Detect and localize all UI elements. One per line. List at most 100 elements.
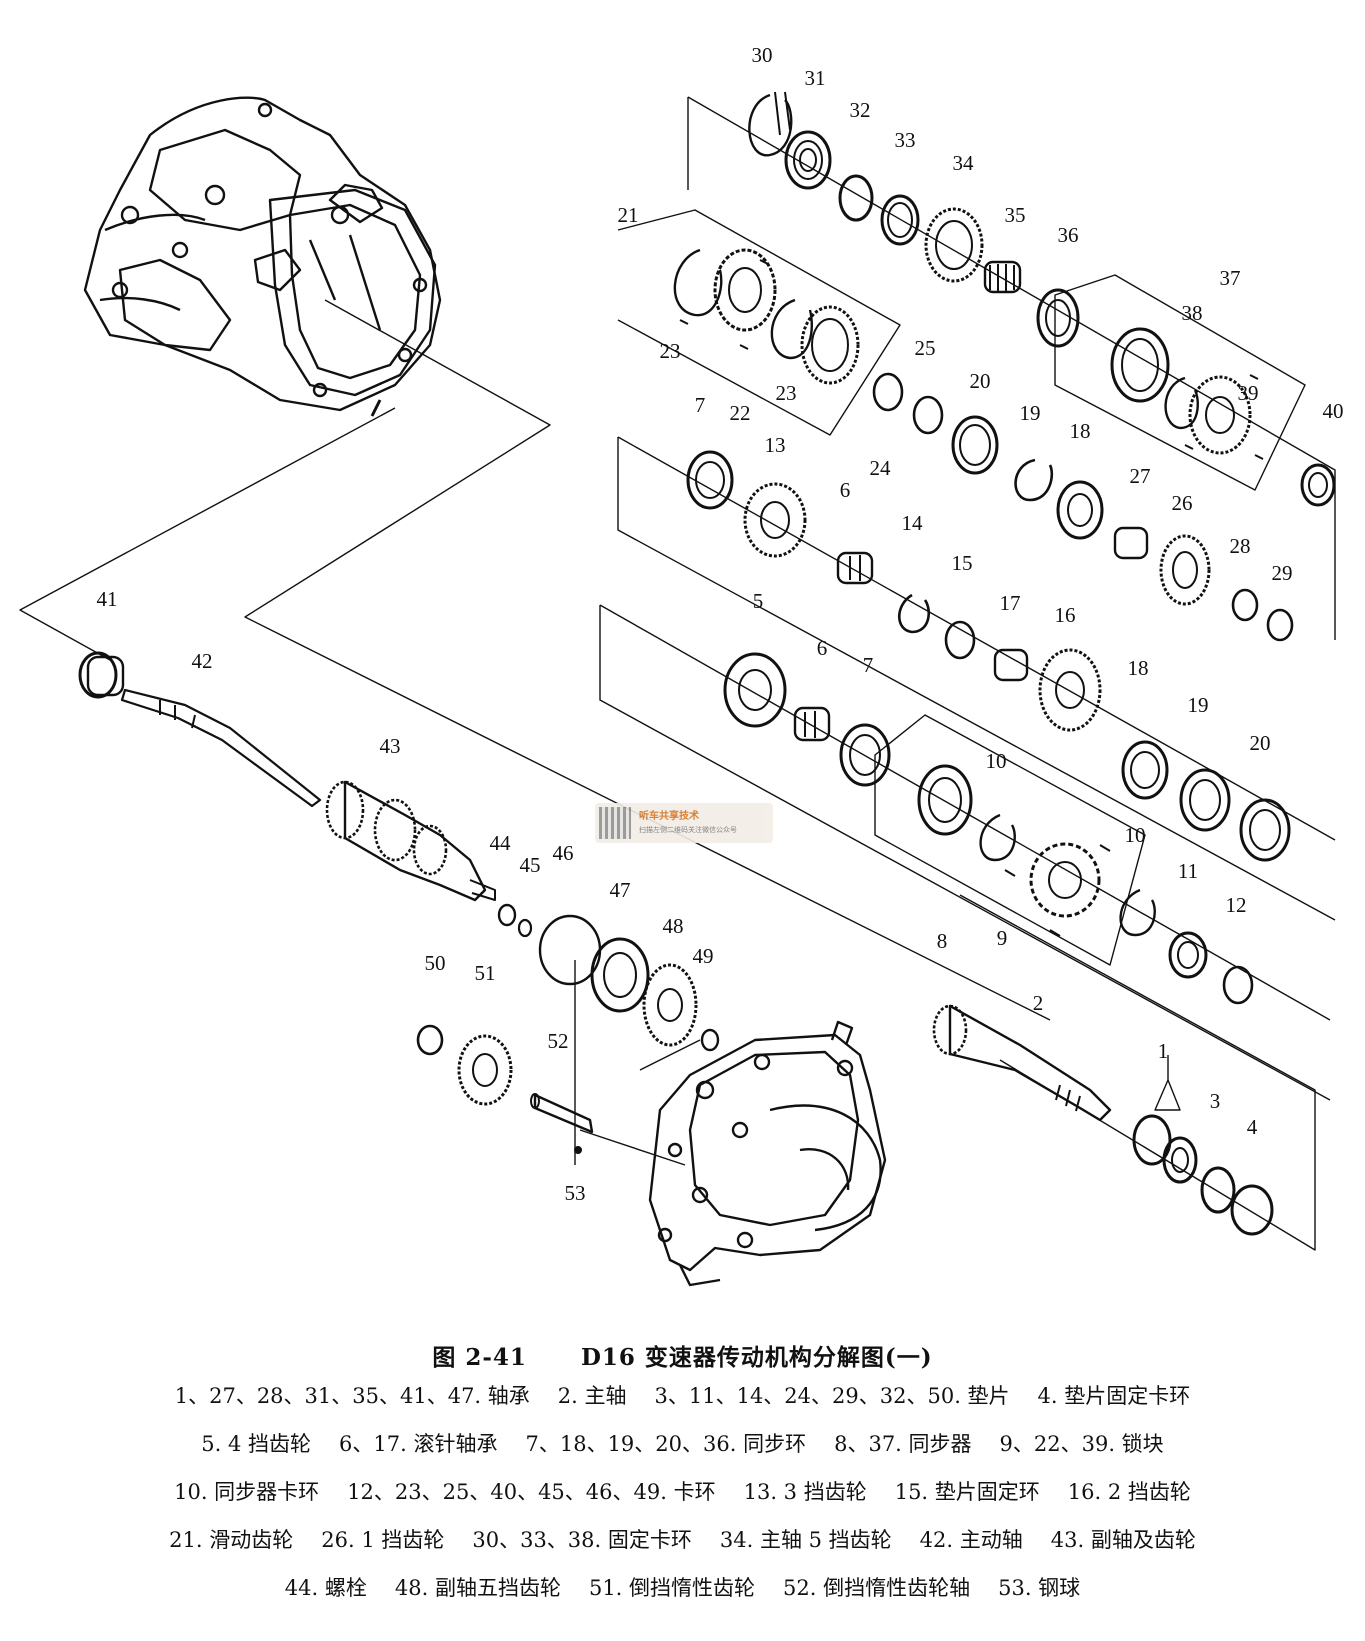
- reverse-idler-parts: [416, 1024, 594, 1154]
- part-label-38: 38: [1182, 301, 1203, 325]
- legend-item: 10. 同步器卡环: [174, 1480, 320, 1504]
- part-label-6: 6: [840, 478, 851, 502]
- part-label-51: 51: [475, 961, 496, 985]
- legend-item: 2. 主轴: [557, 1384, 627, 1408]
- legend-item: 8、37. 同步器: [834, 1432, 972, 1456]
- part-label-21: 21: [618, 203, 639, 227]
- part-label-24: 24: [870, 456, 892, 480]
- part-label-28: 28: [1230, 534, 1251, 558]
- legend-item: 51. 倒挡惰性齿轮: [588, 1576, 756, 1600]
- part-label-23: 23: [660, 339, 681, 363]
- part-label-5: 5: [753, 589, 764, 613]
- figure-number: 图 2-41: [432, 1344, 527, 1371]
- legend-item: 52. 倒挡惰性齿轮轴: [783, 1576, 971, 1600]
- legend-item: 9、22、39. 锁块: [999, 1432, 1164, 1456]
- clutch-housing: [83, 96, 442, 417]
- legend-item: 5. 4 挡齿轮: [201, 1432, 312, 1456]
- part-label-33: 33: [895, 128, 916, 152]
- part-label-30: 30: [752, 43, 773, 67]
- part-label-39: 39: [1238, 381, 1259, 405]
- input-shaft-parts: [78, 651, 322, 808]
- legend-item: 13. 3 挡齿轮: [743, 1480, 867, 1504]
- middle-row-parts: [686, 372, 1294, 732]
- part-label-42: 42: [192, 649, 213, 673]
- part-label-53: 53: [565, 1181, 586, 1205]
- figure-caption: 图 2-41 D16 变速器传动机构分解图(一): [0, 1338, 1365, 1372]
- legend-line: 10. 同步器卡环 12、23、25、40、45、46、49. 卡环 13. 3 挡…: [0, 1476, 1365, 1506]
- legend-item: 30、33、38. 固定卡环: [472, 1528, 692, 1552]
- part-label-49: 49: [693, 944, 714, 968]
- part-label-25: 25: [915, 336, 936, 360]
- legend-item: 4. 垫片固定卡环: [1037, 1384, 1191, 1408]
- part-label-27: 27: [1130, 464, 1151, 488]
- legend-item: 12、23、25、40、45、46、49. 卡环: [347, 1480, 716, 1504]
- part-label-11: 11: [1178, 859, 1198, 883]
- part-label-1: 1: [1158, 1039, 1169, 1063]
- part-label-31: 31: [805, 66, 826, 90]
- exploded-diagram: 3031323334353637383940212322232524201918…: [19, 43, 1344, 1287]
- part-label-3: 3: [1210, 1089, 1221, 1113]
- legend-item: 6、17. 滚针轴承: [339, 1432, 498, 1456]
- group-21-parts: [673, 248, 860, 385]
- legend-item: 26. 1 挡齿轮: [321, 1528, 445, 1552]
- legend-item: 42. 主动轴: [919, 1528, 1023, 1552]
- watermark-title: 听车共享技术: [639, 811, 699, 822]
- part-label-45: 45: [520, 853, 541, 877]
- part-label-23: 23: [776, 381, 797, 405]
- legend-line: 1、27、28、31、35、41、47. 轴承 2. 主轴 3、11、14、24、2…: [0, 1380, 1365, 1410]
- part-label-10: 10: [1125, 823, 1146, 847]
- part-label-43: 43: [380, 734, 401, 758]
- upper-row-parts: [748, 91, 1080, 348]
- part-label-14: 14: [902, 511, 924, 535]
- part-label-8: 8: [937, 929, 948, 953]
- part-label-19: 19: [1020, 401, 1041, 425]
- part-label-40: 40: [1323, 399, 1344, 423]
- part-label-16: 16: [1055, 603, 1076, 627]
- legend-line: 44. 螺栓 48. 副轴五挡齿轮 51. 倒挡惰性齿轮 52. 倒挡惰性齿轮轴 53.…: [0, 1572, 1365, 1602]
- legend-line: 5. 4 挡齿轮 6、17. 滚针轴承 7、18、19、20、36. 同步环 8、37…: [0, 1428, 1365, 1458]
- legend-item: 43. 副轴及齿轮: [1050, 1528, 1196, 1552]
- part-label-20: 20: [1250, 731, 1271, 755]
- part-label-32: 32: [850, 98, 871, 122]
- part-labels: 3031323334353637383940212322232524201918…: [97, 43, 1344, 1205]
- lower-row-parts: [723, 652, 1291, 1005]
- part-label-48: 48: [663, 914, 684, 938]
- figure-title: D16 变速器传动机构分解图(一): [580, 1344, 933, 1371]
- part-label-2: 2: [1033, 991, 1044, 1015]
- part-label-29: 29: [1272, 561, 1293, 585]
- part-label-6: 6: [817, 636, 828, 660]
- main-shaft-parts: [932, 1004, 1274, 1236]
- legend-item: 48. 副轴五挡齿轮: [394, 1576, 561, 1600]
- part-label-37: 37: [1220, 266, 1241, 290]
- part-label-22: 22: [730, 401, 751, 425]
- part-label-9: 9: [997, 926, 1008, 950]
- part-label-44: 44: [490, 831, 512, 855]
- legend-item: 53. 钢球: [998, 1576, 1081, 1600]
- legend-item: 44. 螺栓: [284, 1576, 367, 1600]
- part-label-46: 46: [553, 841, 574, 865]
- part-label-52: 52: [548, 1029, 569, 1053]
- part-label-36: 36: [1058, 223, 1079, 247]
- part-label-41: 41: [97, 587, 118, 611]
- transmission-case: [648, 1020, 887, 1287]
- legend-item: 34. 主轴 5 挡齿轮: [719, 1528, 892, 1552]
- legend-item: 7、18、19、20、36. 同步环: [525, 1432, 807, 1456]
- legend-item: 15. 垫片固定环: [894, 1480, 1040, 1504]
- part-label-35: 35: [1005, 203, 1026, 227]
- part-label-10: 10: [986, 749, 1007, 773]
- part-label-34: 34: [953, 151, 975, 175]
- part-label-18: 18: [1128, 656, 1149, 680]
- part-label-20: 20: [970, 369, 991, 393]
- legend-item: 1、27、28、31、35、41、47. 轴承: [174, 1384, 530, 1408]
- group-37-parts: [1110, 327, 1336, 507]
- qr-code-icon: [599, 807, 631, 839]
- part-label-7: 7: [863, 653, 874, 677]
- part-label-47: 47: [610, 878, 631, 902]
- part-label-17: 17: [1000, 591, 1021, 615]
- part-label-4: 4: [1247, 1115, 1258, 1139]
- watermark: 听车共享技术 扫描左侧二维码关注微信公众号: [595, 803, 773, 843]
- legend-item: 3、11、14、24、29、32、50. 垫片: [654, 1384, 1010, 1408]
- watermark-subtitle: 扫描左侧二维码关注微信公众号: [639, 826, 737, 834]
- part-label-12: 12: [1226, 893, 1247, 917]
